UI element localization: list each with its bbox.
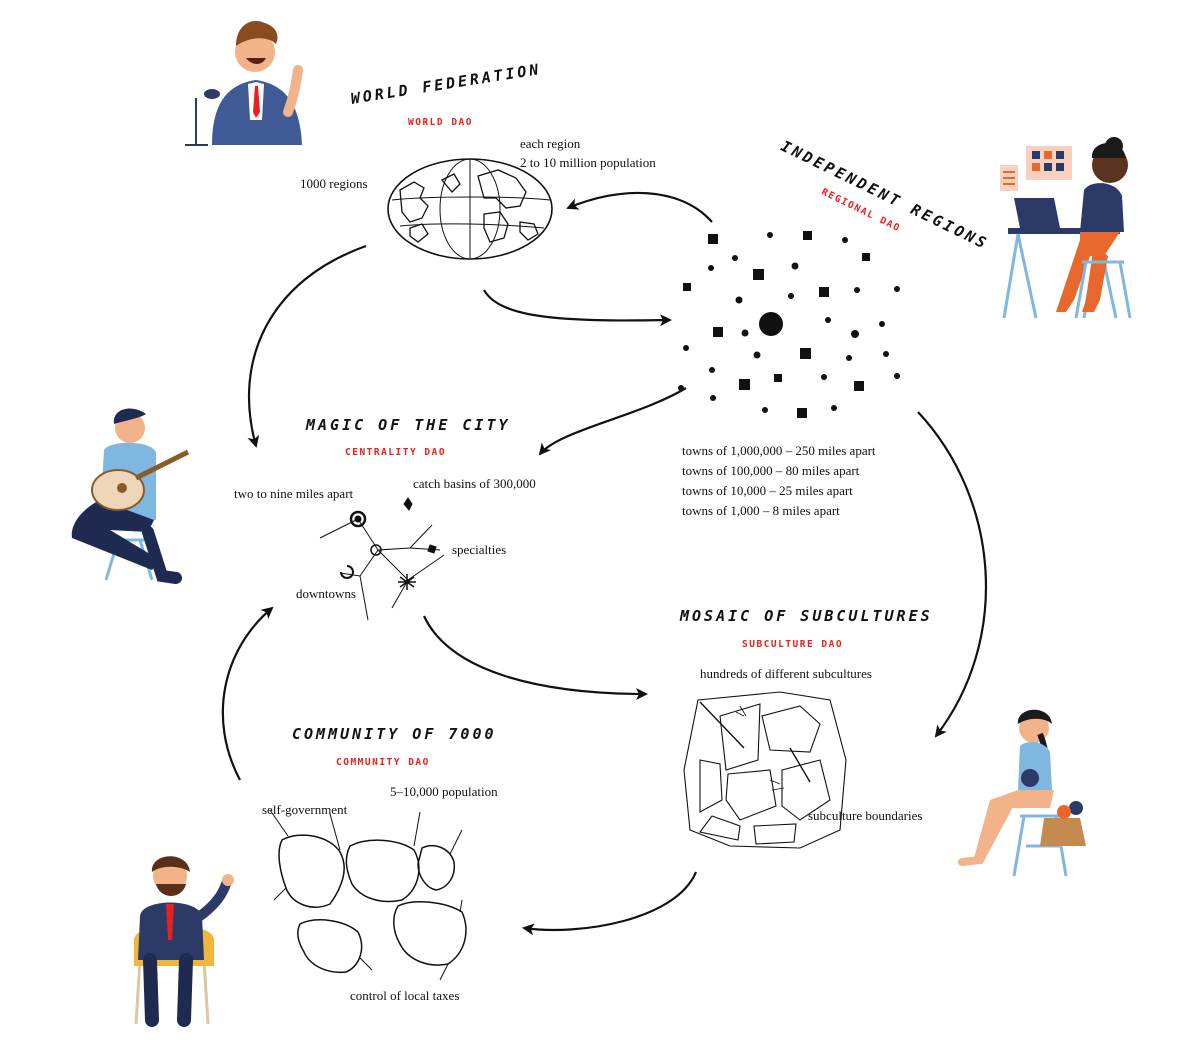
towns-line-1: towns of 1,000,000 – 250 miles apart [682,443,876,458]
community-note-taxes: control of local taxes [350,988,460,1003]
world-dao-label: WORLD DAO [408,117,473,128]
subculture-dao-label: SUBCULTURE DAO [742,639,844,650]
city-note-downtowns: downtowns [296,586,356,601]
speaker-figure-icon [185,21,303,146]
community-note-selfgov: self-government [262,802,348,817]
community-sketch-icon [269,809,467,981]
mosaic-sketch-icon [683,691,847,849]
towns-line-3: towns of 10,000 – 25 miles apart [682,483,853,498]
guitarist-figure-icon [71,408,190,584]
arrow-community-to-city [221,606,274,781]
dots-scatter-icon [678,231,900,418]
community-dao-label: COMMUNITY DAO [336,757,430,768]
seated-man-figure-icon [134,856,234,1027]
towns-line-4: towns of 1,000 – 8 miles apart [682,503,840,518]
city-note-specialties: specialties [452,542,507,557]
arrow-subcultures-to-community [522,871,698,936]
world-note-region-line1: each region [520,136,581,151]
arrow-regions-to-city [538,387,687,456]
laptop-worker-figure-icon [1000,137,1132,319]
world-note-regions: 1000 regions [300,176,368,191]
globe-sketch-icon [387,158,553,260]
city-note-basins: catch basins of 300,000 [413,476,536,491]
subcultures-note-boundaries: subculture boundaries [808,808,923,823]
knitter-figure-icon [958,709,1086,877]
arrow-regions-to-world [566,191,713,223]
city-note-apart: two to nine miles apart [234,486,354,501]
towns-line-2: towns of 100,000 – 80 miles apart [682,463,860,478]
mosaic-subcultures-title: MOSAIC OF SUBCULTURES [680,607,933,625]
flow-arrows [221,191,988,936]
arrow-city-to-subcultures [423,615,648,700]
community-title: COMMUNITY OF 7000 [292,725,497,743]
arrow-world-to-city [247,244,367,448]
arrow-regions-to-subcultures [917,411,988,738]
community-note-population: 5–10,000 population [390,784,498,799]
arrow-world-to-regions [483,289,672,327]
centrality-dao-label: CENTRALITY DAO [345,447,447,458]
subcultures-note-hundreds: hundreds of different subcultures [700,666,872,681]
city-sketch-icon [319,497,445,621]
magic-city-title: MAGIC OF THE CITY [306,416,511,434]
world-note-region-line2: 2 to 10 million population [520,155,656,170]
